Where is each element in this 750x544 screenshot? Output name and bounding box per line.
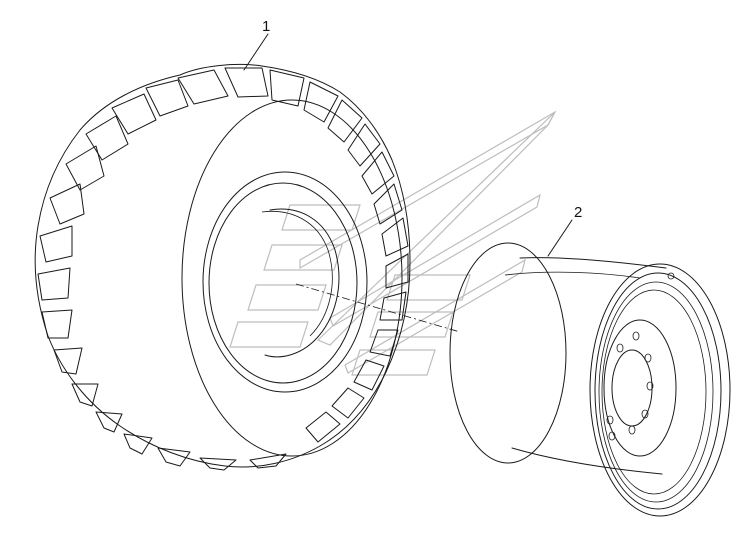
rim-outer-flange xyxy=(589,263,731,517)
tire-tread-lugs xyxy=(37,67,409,471)
tire-tread-outline xyxy=(34,63,411,468)
rim-inner-flange xyxy=(449,242,567,464)
callout-1: 1 xyxy=(262,18,270,35)
tire-bead-outer xyxy=(202,171,368,393)
rim-bolt-holes xyxy=(606,331,654,441)
leader-line-1 xyxy=(243,33,269,71)
watermark-logo xyxy=(229,110,557,376)
tire-bore-inner xyxy=(264,208,340,358)
rim-valve-hole xyxy=(667,272,675,280)
assembly-axis-line xyxy=(295,283,461,333)
rim-disc xyxy=(603,319,677,457)
tire-bead-inner xyxy=(208,182,358,384)
rim-barrel xyxy=(511,257,667,475)
callout-2: 2 xyxy=(574,204,582,221)
leader-line-2 xyxy=(547,219,573,257)
tire xyxy=(34,63,411,471)
tire-sidewall xyxy=(181,99,403,457)
wheel-rim xyxy=(449,242,731,517)
